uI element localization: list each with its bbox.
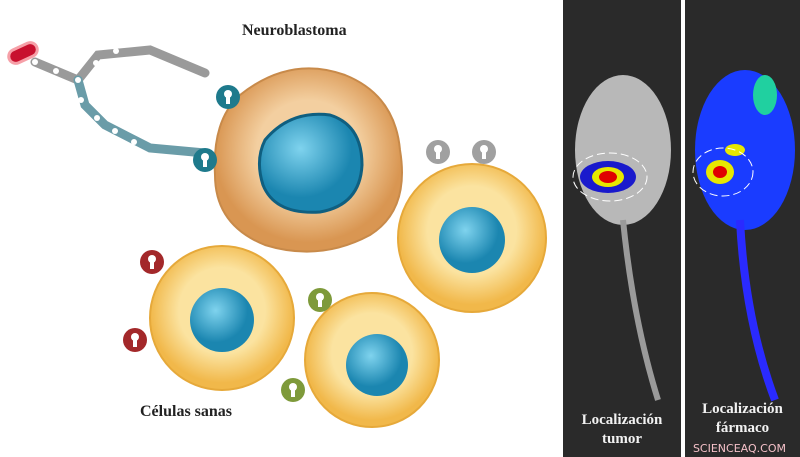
tumor-caption: Localización tumor [563,411,681,449]
watermark: SCIENCEAQ.COM [692,442,786,455]
drug-caption-line2: fármaco [715,420,770,436]
drug-caption: Localización fármaco [685,400,800,438]
receptor-lock-icon [123,85,496,402]
drug-imaging-panel: Localización fármaco [685,0,800,457]
healthy-cell [149,245,295,391]
tumor-caption-line1: Localización [581,412,663,428]
drug-conjugate-icon [7,41,210,158]
cell-illustration [7,41,547,428]
tumor-nucleus [258,112,364,214]
drug-caption-line1: Localización [702,401,783,417]
tumor-imaging-panel: Localización tumor [563,0,681,457]
healthy-cells-label: Células sanas [140,403,233,420]
mouse-image [692,70,795,402]
mouse-image [572,75,671,401]
neuroblastoma-label: Neuroblastoma [242,22,347,39]
healthy-cell [304,292,440,428]
healthy-cell [397,163,547,313]
tumor-caption-line2: tumor [602,431,642,447]
